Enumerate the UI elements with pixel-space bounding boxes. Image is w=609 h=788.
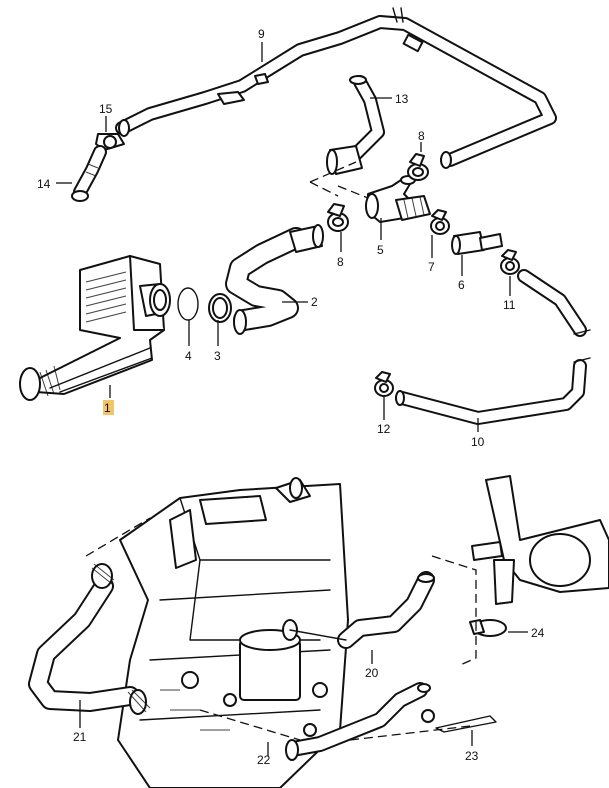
part-7-clip	[430, 209, 450, 235]
guide-line-upper	[309, 161, 369, 199]
callout-1[interactable]: 1	[104, 401, 111, 415]
callout-12[interactable]: 12	[377, 422, 391, 436]
part-13-elbow-hose	[326, 75, 385, 175]
callout-9[interactable]: 9	[258, 27, 265, 41]
right-component	[471, 475, 609, 605]
callout-3[interactable]: 3	[214, 349, 221, 363]
callout-24[interactable]: 24	[531, 626, 545, 640]
callout-10[interactable]: 10	[471, 435, 485, 449]
callout-14[interactable]: 14	[37, 177, 51, 191]
callout-leaders	[56, 42, 528, 756]
part-23-clip	[435, 715, 497, 733]
callout-1-highlight	[103, 400, 114, 415]
callout-2[interactable]: 2	[311, 295, 318, 309]
callout-8-lower[interactable]: 8	[337, 255, 344, 269]
part-21-breather-hose	[28, 563, 151, 715]
part-20-hose	[282, 571, 435, 649]
part-6-check-valve	[451, 231, 503, 255]
callout-21[interactable]: 21	[73, 730, 87, 744]
part-8-clip-upper	[407, 153, 429, 181]
callout-22[interactable]: 22	[257, 753, 271, 767]
guide-line-lower	[85, 517, 477, 741]
callout-11[interactable]: 11	[503, 298, 516, 312]
callout-5[interactable]: 5	[377, 243, 384, 257]
engine-block	[117, 477, 349, 788]
part-3-o-ring	[208, 293, 232, 323]
part-1-oil-separator	[19, 255, 171, 401]
part-4-seal	[177, 287, 199, 321]
callout-15[interactable]: 15	[99, 102, 113, 116]
callout-8-upper[interactable]: 8	[418, 129, 425, 143]
part-5-tee-connector	[365, 175, 431, 223]
callout-7[interactable]: 7	[428, 260, 435, 274]
callout-4[interactable]: 4	[185, 349, 192, 363]
part-11-clip	[500, 249, 520, 275]
part-8-clip-lower	[327, 203, 349, 232]
part-12-clip	[374, 371, 394, 397]
callout-23[interactable]: 23	[465, 749, 479, 763]
callout-20[interactable]: 20	[365, 666, 379, 680]
callout-6[interactable]: 6	[458, 278, 465, 292]
callout-13[interactable]: 13	[395, 92, 409, 106]
part-10-long-hose	[395, 269, 591, 425]
part-24-clamp	[469, 619, 507, 637]
part-14-short-hose	[71, 145, 107, 202]
part-2-formed-hose	[225, 224, 324, 335]
part-9-breather-pipe	[115, 7, 557, 169]
part-22-tube	[285, 682, 435, 761]
